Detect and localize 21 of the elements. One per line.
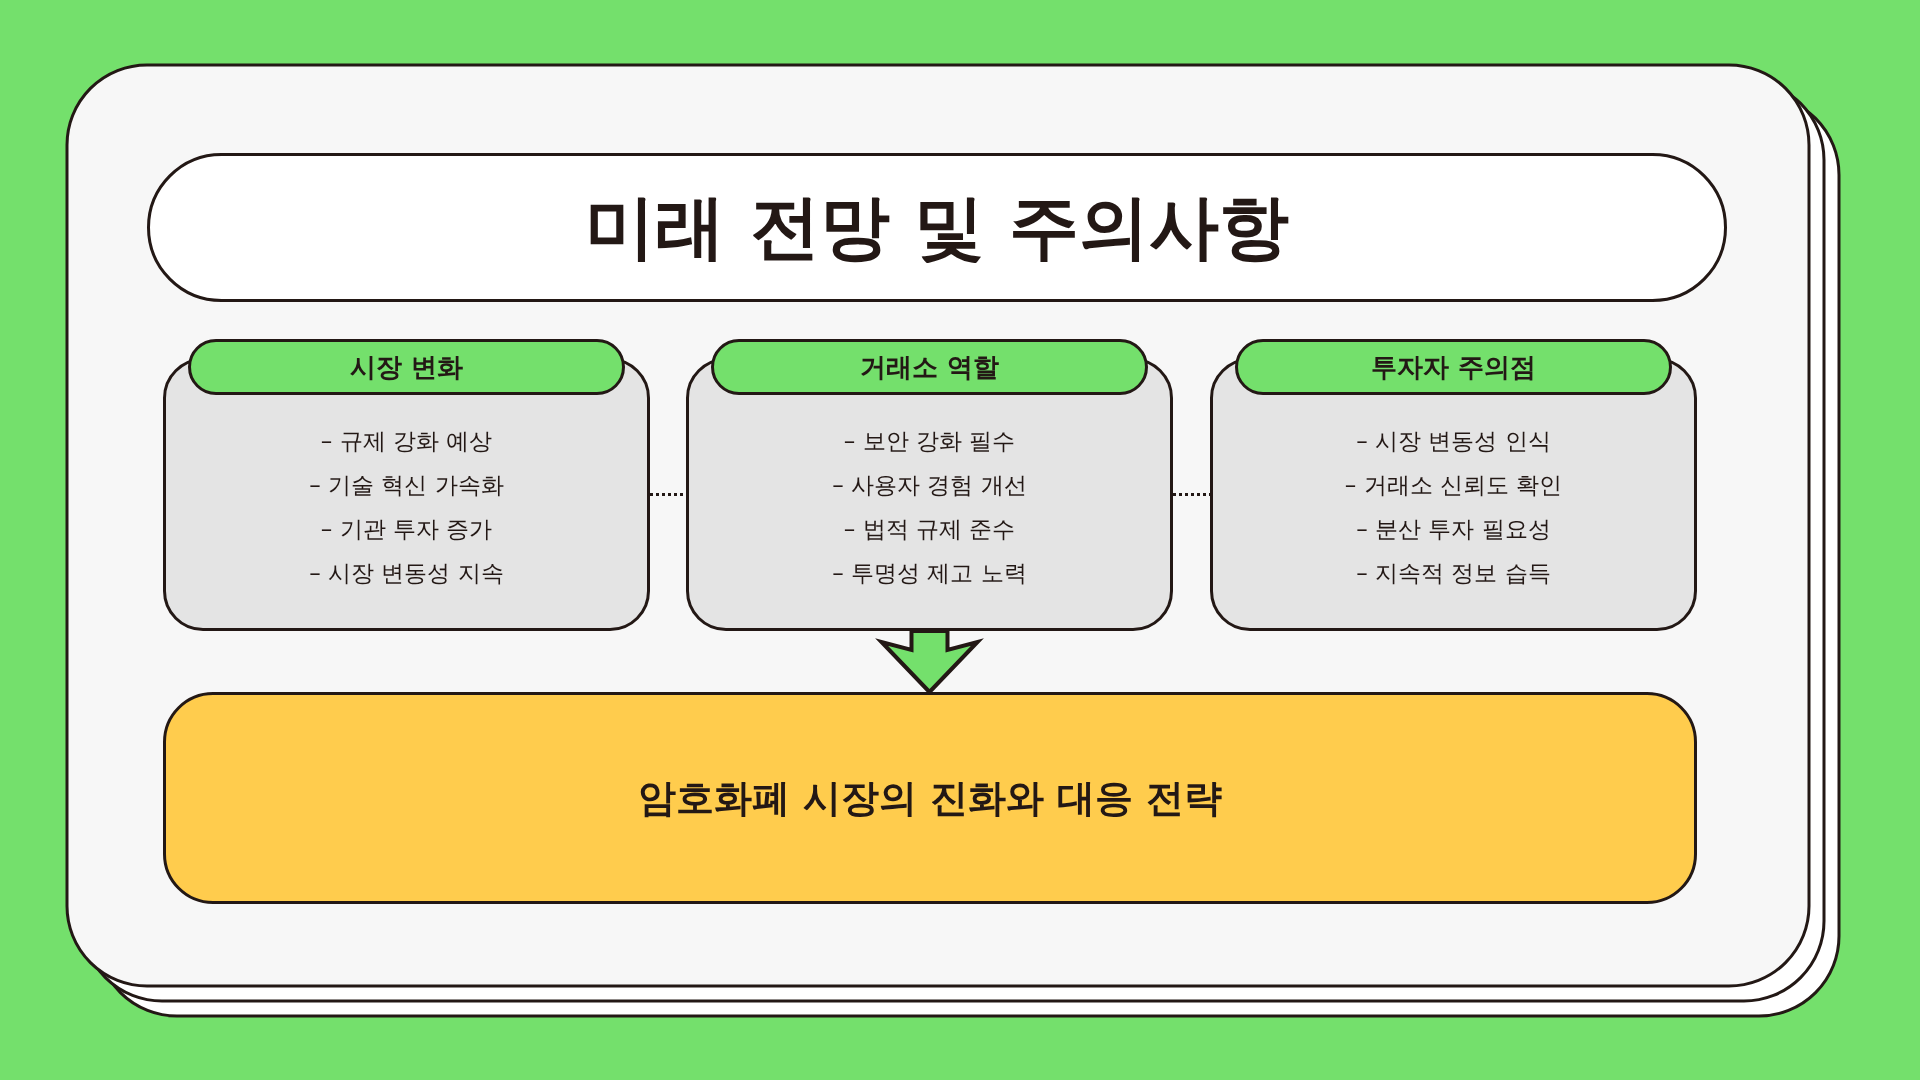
card-header: 거래소 역할	[711, 339, 1148, 395]
list-item: – 투명성 제고 노력	[832, 559, 1027, 588]
list-item: – 지속적 정보 습득	[1356, 559, 1551, 588]
list-item: – 기관 투자 증가	[320, 515, 493, 544]
list-item: – 보안 강화 필수	[843, 427, 1016, 456]
card-header: 시장 변화	[188, 339, 625, 395]
title-text: 미래 전망 및 주의사항	[585, 184, 1289, 270]
list-item: – 시장 변동성 인식	[1356, 427, 1551, 456]
result-banner	[163, 692, 1697, 904]
list-item: – 규제 강화 예상	[320, 427, 493, 456]
dotted-connector	[650, 493, 686, 496]
block-arrow	[875, 629, 984, 695]
list-item: – 사용자 경험 개선	[832, 471, 1027, 500]
list-item: – 거래소 신뢰도 확인	[1344, 471, 1563, 500]
list-item: – 분산 투자 필요성	[1356, 515, 1551, 544]
list-item: – 시장 변동성 지속	[309, 559, 504, 588]
list-item: – 기술 혁신 가속화	[309, 471, 504, 500]
dotted-connector	[1173, 493, 1210, 496]
banner-text: 암호화폐 시장의 진화와 대응 전략	[637, 774, 1223, 822]
list-item: – 법적 규제 준수	[843, 515, 1016, 544]
card-header: 투자자 주의점	[1235, 339, 1672, 395]
